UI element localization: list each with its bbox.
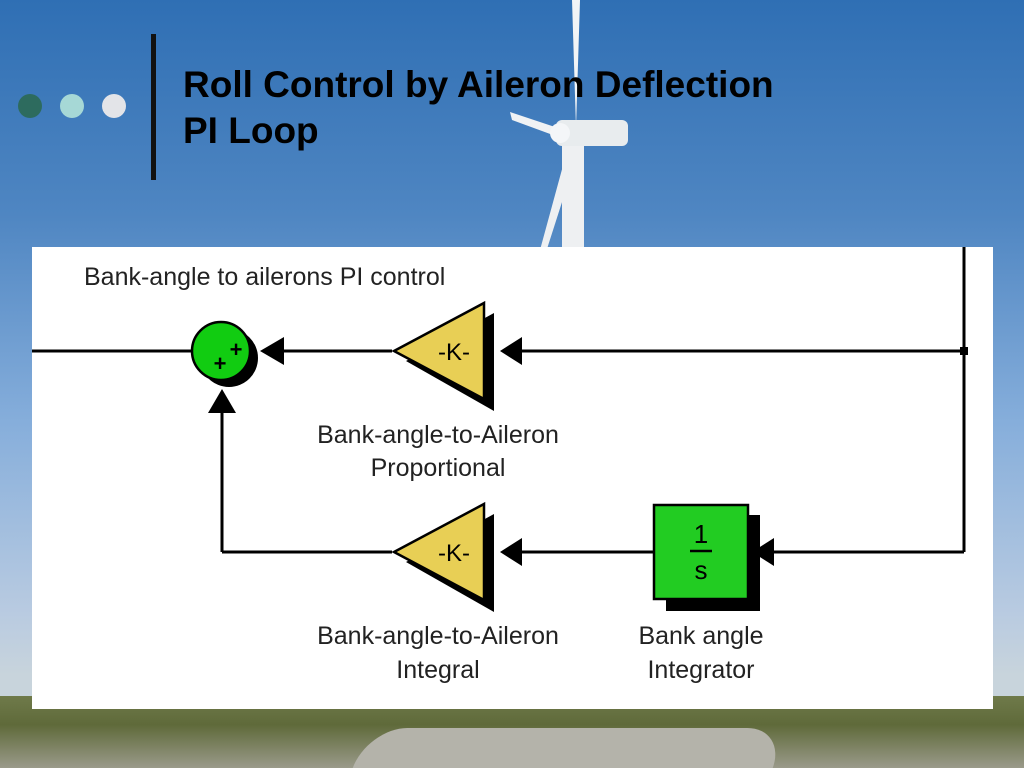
proportional-label-line1: Bank-angle-to-Aileron (317, 421, 559, 449)
slide-title-line2: PI Loop (183, 110, 319, 151)
gravel-road (352, 728, 788, 768)
arrow-into-integral (500, 538, 522, 566)
integral-label-line1: Bank-angle-to-Aileron (317, 622, 559, 650)
bullet-dot-dark (18, 94, 42, 118)
proportional-gain-text: -K- (438, 339, 470, 366)
bullet-decoration (18, 94, 126, 118)
sum-circle (190, 320, 252, 382)
integral-label-line2: Integral (396, 656, 479, 684)
branch-point (960, 347, 968, 355)
proportional-gain-block: -K- Bank-angle-to-Aileron Proportional (317, 300, 559, 482)
integrator-numerator: 1 (694, 519, 708, 549)
pi-control-diagram: Bank-angle to ailerons PI control + (32, 247, 968, 684)
signal-lines (32, 247, 966, 554)
integral-gain-triangle (391, 501, 486, 603)
bullet-dot-teal (60, 94, 84, 118)
slide-title: Roll Control by Aileron Deflection PI Lo… (183, 62, 774, 154)
slide-title-line1: Roll Control by Aileron Deflection (183, 64, 774, 105)
arrowheads (208, 337, 774, 566)
arrow-into-integrator (752, 538, 774, 566)
bullet-dot-light (102, 94, 126, 118)
integrator-block: 1 s Bank angle Integrator (638, 503, 764, 684)
proportional-label-line2: Proportional (371, 454, 506, 482)
integral-gain-text: -K- (438, 540, 470, 567)
title-divider (151, 34, 156, 180)
proportional-gain-triangle (391, 300, 486, 402)
sum-sign-top: + (230, 337, 243, 362)
integral-gain-block: -K- Bank-angle-to-Aileron Integral (317, 501, 559, 684)
sum-sign-bottom: + (214, 351, 227, 376)
arrow-into-proportional (500, 337, 522, 365)
integrator-label-line2: Integrator (647, 656, 754, 684)
diagram-caption: Bank-angle to ailerons PI control (84, 263, 445, 291)
integrator-label-line1: Bank angle (638, 622, 763, 650)
integrator-denominator: s (695, 555, 708, 585)
arrow-into-sum-right (260, 337, 284, 365)
sum-block: + + (190, 320, 258, 387)
arrow-into-sum-bottom (208, 389, 236, 413)
block-diagram-panel: Bank-angle to ailerons PI control + (32, 247, 993, 709)
